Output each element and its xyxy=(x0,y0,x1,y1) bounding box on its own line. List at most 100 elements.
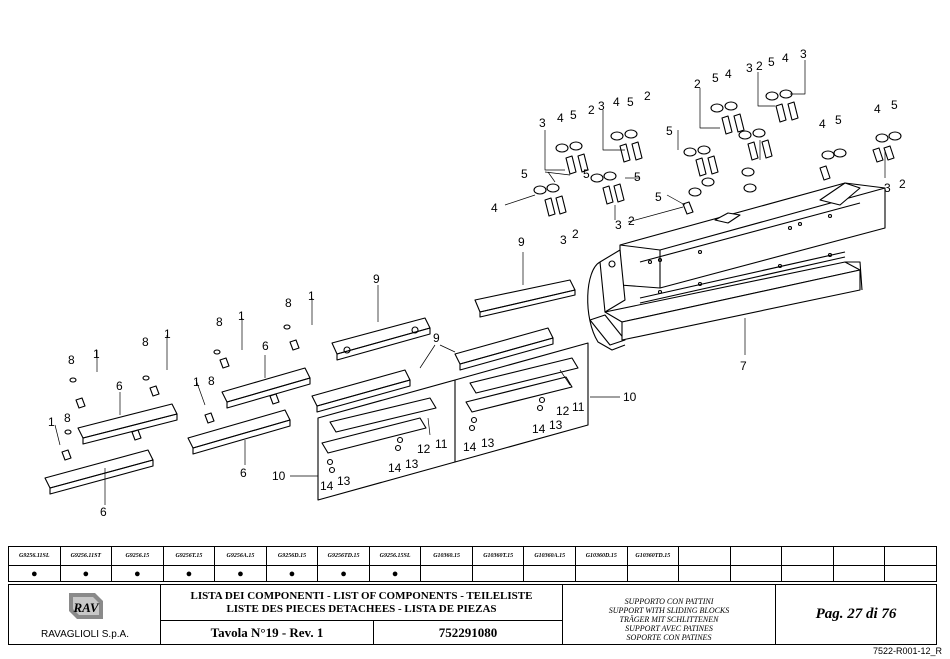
callout-13: 13 xyxy=(549,418,563,432)
model-mark-cell: ● xyxy=(8,565,61,582)
callout-2: 2 xyxy=(756,59,763,73)
model-code-cell: G10360.15 xyxy=(420,546,473,566)
description-en: SUPPORT WITH SLIDING BLOCKS xyxy=(608,606,730,615)
callout-8: 8 xyxy=(216,315,223,329)
callout-14: 14 xyxy=(320,479,334,493)
model-mark-cell xyxy=(420,565,473,582)
leader-lines xyxy=(54,60,886,505)
exploded-parts-drawing: 7 9 9 9 10 10 6 6 6 6 8 1 8 1 1 8 1 8 8 … xyxy=(44,47,906,519)
callout-6: 6 xyxy=(116,379,123,393)
model-code-cell: G9256.15 xyxy=(111,546,164,566)
callout-13: 13 xyxy=(337,474,351,488)
callout-2: 2 xyxy=(694,77,701,91)
model-marks-row: ●●●●●●●● xyxy=(8,565,937,582)
model-mark-cell xyxy=(729,565,783,582)
callout-5: 5 xyxy=(891,98,898,112)
model-code-cell: G9256.15SL xyxy=(368,546,422,566)
callout-9: 9 xyxy=(518,235,525,249)
model-code-cell xyxy=(884,546,937,566)
callout-2: 2 xyxy=(572,227,579,241)
list-title-line1: LISTA DEI COMPONENTI - LIST OF COMPONENT… xyxy=(190,590,533,602)
callout-8: 8 xyxy=(208,374,215,388)
model-code-cell xyxy=(781,546,834,566)
callout-3: 3 xyxy=(746,61,753,75)
callout-9: 9 xyxy=(433,331,440,345)
model-mark-cell xyxy=(523,565,577,582)
model-code-cell xyxy=(729,546,783,566)
callout-6: 6 xyxy=(240,466,247,480)
kit-10-frame xyxy=(317,342,589,501)
pad-6-upper-left xyxy=(77,403,178,445)
model-code-cell: G9256TD.15 xyxy=(317,546,370,566)
callout-1: 1 xyxy=(238,309,245,323)
callout-2: 2 xyxy=(588,103,595,117)
model-mark-cell: ● xyxy=(265,565,319,582)
title-block: RAV RAVAGLIOLI S.p.A. LISTA DEI COMPONEN… xyxy=(8,584,937,645)
callout-13: 13 xyxy=(405,457,419,471)
model-code-cell: G10360T.15 xyxy=(471,546,525,566)
company-name: RAVAGLIOLI S.p.A. xyxy=(41,629,129,640)
callout-5: 5 xyxy=(570,108,577,122)
part-code: 752291080 xyxy=(374,621,563,644)
model-mark-cell xyxy=(471,565,525,582)
callout-6: 6 xyxy=(100,505,107,519)
callout-2: 2 xyxy=(628,214,635,228)
callout-4: 4 xyxy=(819,117,826,131)
callout-4: 4 xyxy=(557,111,564,125)
callout-12: 12 xyxy=(417,442,431,456)
fasteners xyxy=(61,89,902,474)
model-mark-cell: ● xyxy=(317,565,370,582)
callout-5: 5 xyxy=(712,71,719,85)
callout-5: 5 xyxy=(634,170,641,184)
callout-labels: 7 9 9 9 10 10 6 6 6 6 8 1 8 1 1 8 1 8 8 … xyxy=(48,47,906,519)
callout-7: 7 xyxy=(740,359,747,373)
model-code-cell: G9256T.15 xyxy=(162,546,216,566)
callout-11: 11 xyxy=(572,400,585,414)
model-mark-cell: ● xyxy=(162,565,216,582)
model-code-cell: G10360D.15 xyxy=(575,546,628,566)
callout-4: 4 xyxy=(782,51,789,65)
callout-3: 3 xyxy=(884,181,891,195)
assembly-description: SUPPORTO CON PATTINI SUPPORT WITH SLIDIN… xyxy=(563,585,776,644)
description-de: TRÄGER MIT SCHLITTENEN xyxy=(619,615,719,624)
callout-6: 6 xyxy=(262,339,269,353)
model-code-cell: G10360TD.15 xyxy=(626,546,680,566)
description-fr: SUPPORT AVEC PATINES xyxy=(625,624,713,633)
callout-5: 5 xyxy=(521,167,528,181)
sliding-block-9-left xyxy=(311,369,411,413)
callout-1: 1 xyxy=(164,327,171,341)
callout-9: 9 xyxy=(373,272,380,286)
page-number: Pag. 27 di 76 xyxy=(815,606,897,622)
pad-6-upper xyxy=(221,367,311,409)
model-mark-cell xyxy=(781,565,834,582)
ravaglioli-logo: RAV xyxy=(69,593,103,619)
callout-8: 8 xyxy=(68,353,75,367)
callout-5: 5 xyxy=(627,95,634,109)
model-mark-cell xyxy=(678,565,731,582)
pad-6-center xyxy=(187,409,291,455)
sliding-block-9-top xyxy=(474,279,576,318)
callout-10: 10 xyxy=(272,469,286,483)
callout-3: 3 xyxy=(615,218,622,232)
callout-2: 2 xyxy=(644,89,651,103)
list-title-line2: LISTE DES PIECES DETACHEES - LISTA DE PI… xyxy=(226,603,497,615)
callout-3: 3 xyxy=(800,47,807,61)
model-mark-cell: ● xyxy=(111,565,164,582)
model-mark-cell xyxy=(626,565,680,582)
logo-text: RAV xyxy=(72,600,99,615)
callout-1: 1 xyxy=(93,347,100,361)
callout-12: 12 xyxy=(556,404,570,418)
callout-14: 14 xyxy=(532,422,546,436)
model-code-cell: G9256D.15 xyxy=(265,546,319,566)
model-code-cell xyxy=(678,546,731,566)
model-mark-cell xyxy=(575,565,628,582)
callout-5: 5 xyxy=(666,124,673,138)
callout-5: 5 xyxy=(583,167,590,181)
callout-10: 10 xyxy=(623,390,637,404)
callout-1: 1 xyxy=(308,289,315,303)
support-frame xyxy=(587,182,886,351)
callout-5: 5 xyxy=(835,113,842,127)
model-mark-cell: ● xyxy=(368,565,422,582)
model-code-cell: G9256.11SL xyxy=(8,546,61,566)
